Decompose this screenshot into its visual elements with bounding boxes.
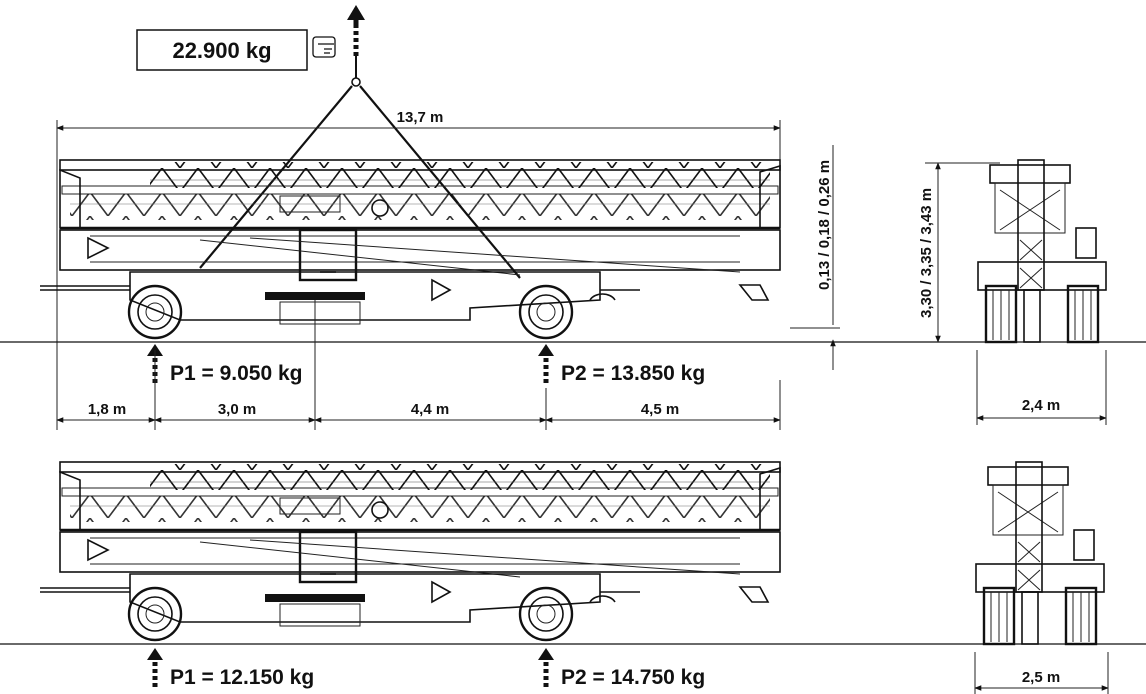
load-arrow-icon [147, 648, 163, 687]
segment-label: 4,4 m [411, 401, 449, 418]
segment-label: 3,0 m [218, 401, 256, 418]
load-arrow-icon [538, 648, 554, 687]
width-label: 2,4 m [1022, 397, 1060, 414]
bottom-configuration: P1 = 12.150 kg P2 = 14.750 kg 2,5 m [0, 460, 1146, 694]
p1-load-label: P1 = 12.150 kg [170, 666, 314, 689]
height-label: 3,30 / 3,35 / 3,43 m [918, 188, 935, 318]
total-weight-label: 22.900 kg [172, 38, 271, 63]
overall-length-label: 13,7 m [397, 109, 444, 126]
p1-load-label: P1 = 9.050 kg [170, 362, 303, 385]
segment-label: 4,5 m [641, 401, 679, 418]
ground-clearance-label: 0,13 / 0,18 / 0,26 m [816, 160, 833, 290]
p2-load-label: P2 = 13.850 kg [561, 362, 705, 385]
lift-arrow-icon [347, 5, 365, 87]
load-arrow-icon [538, 344, 554, 383]
top-configuration: 22.900 kg 13,7 m 0,13 / 0,18 / 0,26 m [0, 5, 1146, 430]
width-label: 2,5 m [1022, 669, 1060, 686]
pointing-hand-icon [312, 36, 336, 58]
total-weight-box [136, 29, 308, 71]
p2-load-label: P2 = 14.750 kg [561, 666, 705, 689]
segment-label: 1,8 m [88, 401, 126, 418]
